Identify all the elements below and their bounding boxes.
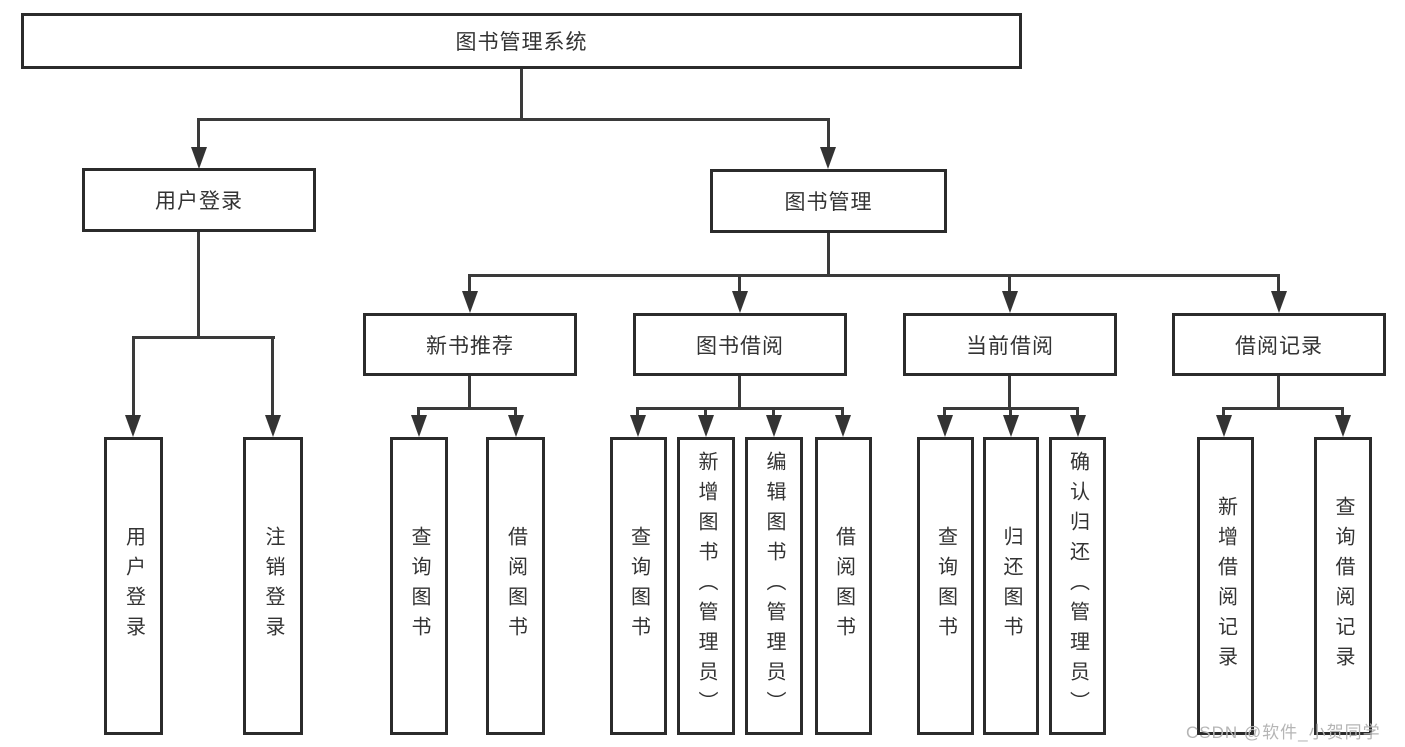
connector-line	[1008, 274, 1011, 293]
connector-line	[827, 118, 830, 149]
leaf-query-book-current: 查询图书	[917, 437, 974, 735]
arrowhead-icon	[1002, 291, 1018, 313]
connector-line	[520, 69, 523, 118]
leaf-query-book-borrow: 查询图书	[610, 437, 667, 735]
arrowhead-icon	[462, 291, 478, 313]
connector-line	[417, 407, 517, 410]
connector-line	[468, 376, 471, 407]
connector-line	[636, 407, 844, 410]
connector-line	[943, 407, 946, 417]
connector-line	[468, 274, 471, 293]
leaf-return-book: 归还图书	[983, 437, 1039, 735]
connector-line	[1222, 407, 1344, 410]
node-current-borrow: 当前借阅	[903, 313, 1117, 376]
leaf-add-borrow-record-label: 新增借阅记录	[1214, 496, 1237, 676]
leaf-add-borrow-record: 新增借阅记录	[1197, 437, 1254, 735]
arrowhead-icon	[835, 415, 851, 437]
node-root-label: 图书管理系统	[455, 31, 588, 54]
connector-line	[1008, 376, 1011, 407]
node-borrow-records: 借阅记录	[1172, 313, 1386, 376]
node-book-borrow: 图书借阅	[633, 313, 847, 376]
leaf-query-borrow-record-label: 查询借阅记录	[1332, 496, 1354, 676]
connector-line	[468, 274, 1280, 277]
connector-line	[738, 274, 741, 293]
arrowhead-icon	[1070, 415, 1086, 437]
arrowhead-icon	[125, 415, 141, 437]
connector-line	[636, 407, 639, 417]
csdn-watermark: CSDN @软件_小贺同学	[1186, 723, 1381, 742]
leaf-return-book-label: 归还图书	[1000, 526, 1022, 646]
leaf-edit-book-admin-label: 编辑图书（管理员）	[763, 451, 785, 721]
node-new-book-recommend-label: 新书推荐	[426, 334, 514, 358]
arrowhead-icon	[265, 415, 281, 437]
node-root: 图书管理系统	[21, 13, 1022, 69]
connector-line	[271, 336, 274, 417]
node-new-book-recommend: 新书推荐	[363, 313, 577, 376]
arrowhead-icon	[698, 415, 714, 437]
connector-line	[1277, 376, 1280, 407]
leaf-borrow-book-label: 借阅图书	[832, 526, 855, 646]
arrowhead-icon	[820, 147, 836, 169]
leaf-query-book-recommend: 查询图书	[390, 437, 448, 735]
connector-line	[1009, 407, 1012, 417]
connector-line	[197, 118, 200, 149]
connector-line	[1222, 407, 1225, 417]
arrowhead-icon	[1216, 415, 1232, 437]
connector-line	[132, 336, 135, 417]
node-borrow-records-label: 借阅记录	[1235, 334, 1323, 358]
node-user-login: 用户登录	[82, 168, 316, 232]
leaf-borrow-book-recommend-label: 借阅图书	[504, 526, 527, 646]
leaf-user-login: 用户登录	[104, 437, 163, 735]
leaf-user-login-label: 用户登录	[122, 526, 145, 646]
arrowhead-icon	[508, 415, 524, 437]
leaf-confirm-return-admin-label: 确认归还（管理员）	[1066, 451, 1089, 721]
arrowhead-icon	[937, 415, 953, 437]
connector-line	[772, 407, 775, 417]
leaf-borrow-book: 借阅图书	[815, 437, 872, 735]
connector-line	[1277, 274, 1280, 293]
leaf-logout: 注销登录	[243, 437, 303, 735]
arrowhead-icon	[191, 147, 207, 169]
connector-line	[132, 336, 275, 339]
node-book-management: 图书管理	[710, 169, 947, 233]
connector-line	[1341, 407, 1344, 417]
arrowhead-icon	[1003, 415, 1019, 437]
arrowhead-icon	[732, 291, 748, 313]
connector-line	[827, 233, 830, 274]
arrowhead-icon	[1271, 291, 1287, 313]
leaf-add-book-admin-label: 新增图书（管理员）	[695, 451, 717, 721]
connector-line	[197, 118, 830, 121]
node-book-borrow-label: 图书借阅	[696, 334, 784, 358]
node-book-management-label: 图书管理	[784, 191, 873, 214]
node-current-borrow-label: 当前借阅	[966, 334, 1054, 358]
connector-line	[514, 407, 517, 417]
leaf-query-book-current-label: 查询图书	[934, 526, 957, 646]
leaf-query-book-borrow-label: 查询图书	[627, 526, 650, 646]
arrowhead-icon	[766, 415, 782, 437]
arrowhead-icon	[411, 415, 427, 437]
connector-line	[417, 407, 420, 417]
node-user-login-label: 用户登录	[155, 190, 243, 213]
connector-line	[841, 407, 844, 417]
leaf-edit-book-admin: 编辑图书（管理员）	[745, 437, 803, 735]
connector-line	[1076, 407, 1079, 417]
connector-line	[704, 407, 707, 417]
leaf-query-borrow-record: 查询借阅记录	[1314, 437, 1372, 735]
leaf-borrow-book-recommend: 借阅图书	[486, 437, 545, 735]
arrowhead-icon	[1335, 415, 1351, 437]
connector-line	[738, 376, 741, 407]
arrowhead-icon	[630, 415, 646, 437]
leaf-confirm-return-admin: 确认归还（管理员）	[1049, 437, 1106, 735]
leaf-add-book-admin: 新增图书（管理员）	[677, 437, 735, 735]
connector-line	[197, 232, 200, 336]
leaf-logout-label: 注销登录	[262, 526, 284, 646]
leaf-query-book-recommend-label: 查询图书	[408, 526, 430, 646]
